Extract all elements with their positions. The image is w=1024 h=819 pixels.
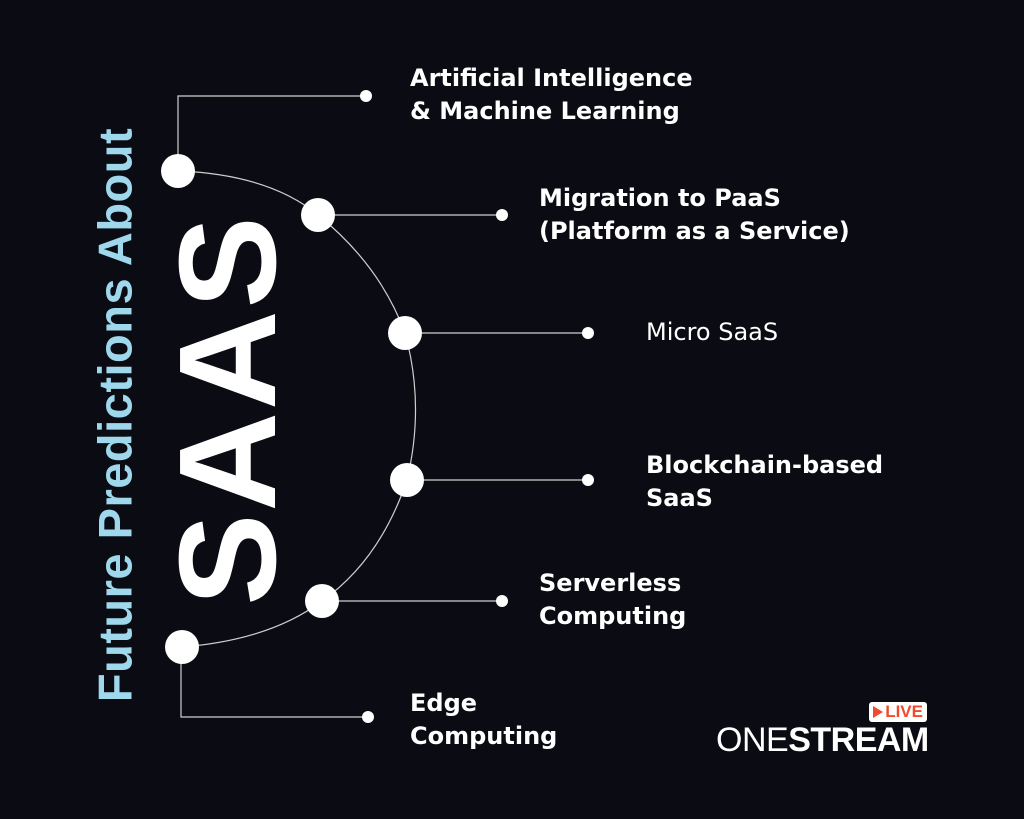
item-label-micro-saas: Micro SaaS [646,316,778,349]
item-label-line: Migration to PaaS [539,184,781,212]
item-label-line: Computing [410,722,558,750]
item-label-edge: Edge Computing [410,687,557,753]
node-blockchain [390,463,424,497]
item-label-line: (Platform as a Service) [539,217,850,245]
item-label-line: Computing [539,602,687,630]
item-label-line: Micro SaaS [646,318,779,346]
logo-wordmark: ONESTREAM [716,722,929,758]
dot-serverless [496,595,508,607]
dot-blockchain [582,474,594,486]
node-micro [388,316,422,350]
item-label-ai: Artificial Intelligence & Machine Learni… [410,62,693,128]
item-label-line: Artificial Intelligence [410,64,693,92]
live-badge-text: LIVE [885,702,923,721]
item-label-line: Serverless [539,569,682,597]
onestream-live-logo: LIVE ONESTREAM [716,700,931,760]
dot-paas [496,209,508,221]
logo-word-one: ONE [716,721,789,759]
main-title-saas: SAAS [151,214,305,606]
node-ai [161,154,195,188]
node-paas [301,198,335,232]
logo-word-stream: STREAM [788,721,929,759]
dot-micro [582,327,594,339]
live-badge: LIVE [869,702,927,722]
item-label-serverless: Serverless Computing [539,567,686,633]
play-icon [873,706,884,718]
item-label-blockchain: Blockchain-based SaaS [646,449,883,515]
vertical-title: Future Predictions About [88,127,142,703]
node-edge [165,630,199,664]
dot-edge [362,711,374,723]
item-label-paas: Migration to PaaS (Platform as a Service… [539,182,850,248]
connector-line-ai [177,95,365,171]
item-label-line: Blockchain-based [646,451,884,479]
connector-line-edge [180,647,367,718]
node-serverless [305,584,339,618]
item-label-line: Edge [410,689,478,717]
dot-ai [360,90,372,102]
item-label-line: SaaS [646,484,713,512]
item-label-line: & Machine Learning [410,97,680,125]
